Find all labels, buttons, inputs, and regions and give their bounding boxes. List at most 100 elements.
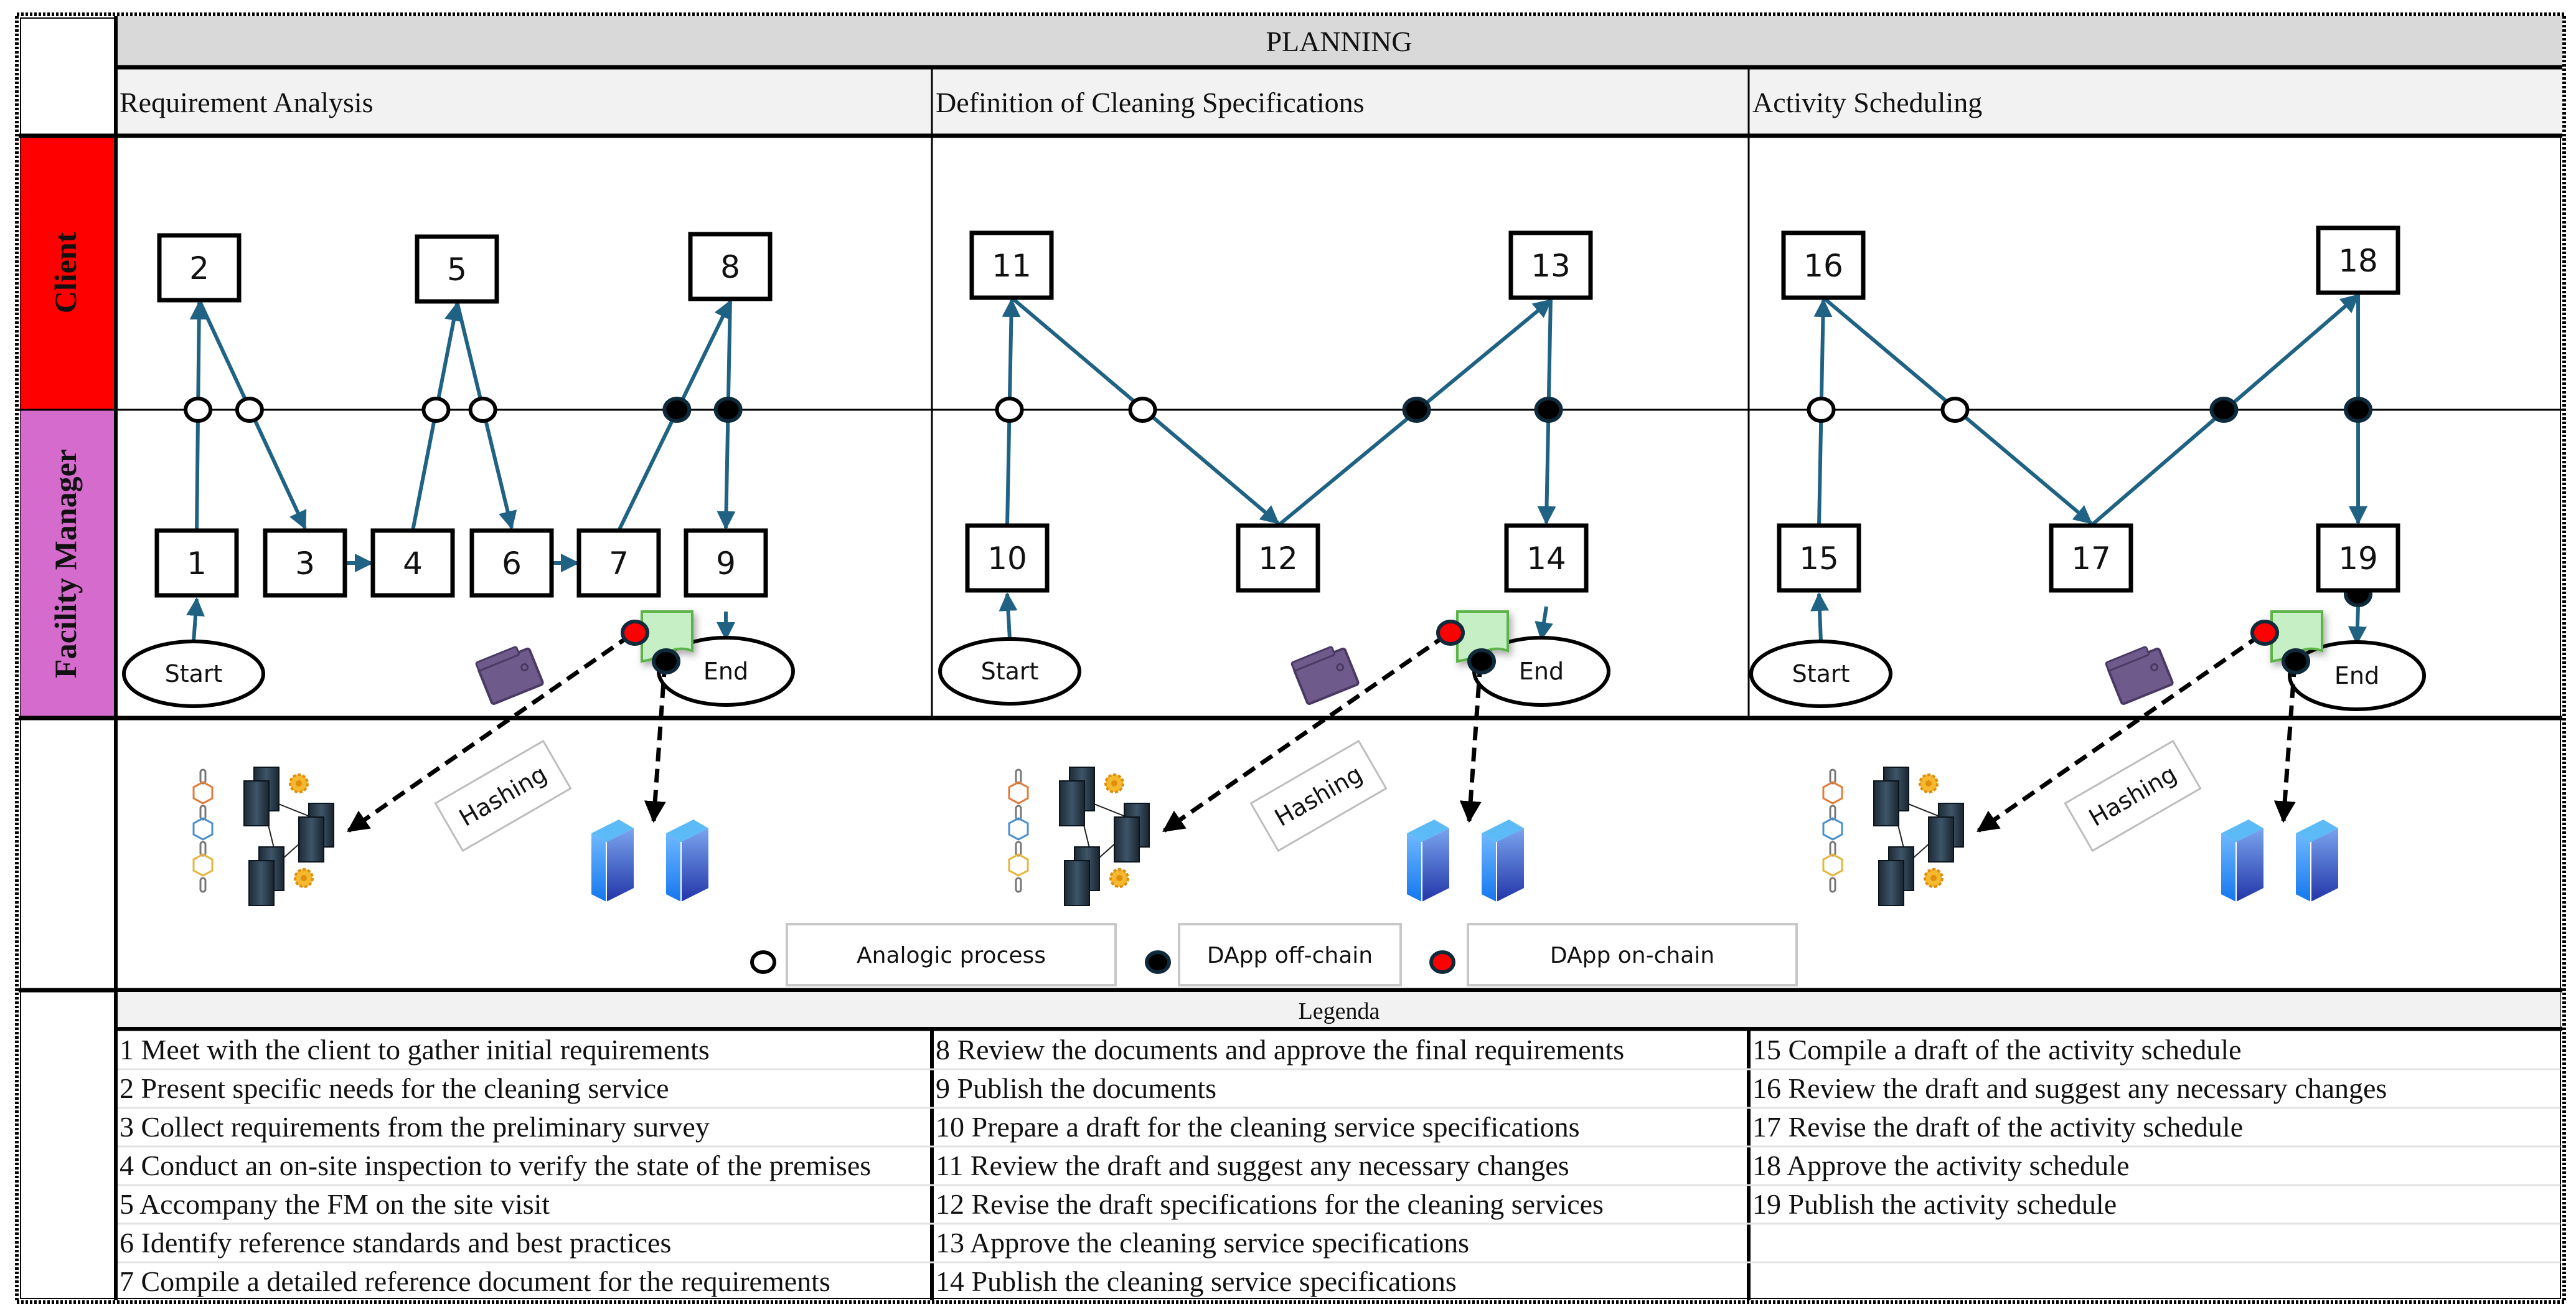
process-step-7[interactable]: 7 bbox=[576, 528, 661, 598]
chain-link-icon bbox=[199, 841, 207, 857]
process-step-6[interactable]: 6 bbox=[469, 528, 554, 598]
on-chain-dashed-arrow bbox=[347, 633, 632, 833]
phase-artifacts: Hashing bbox=[1822, 610, 2338, 906]
off-chain-marker bbox=[652, 648, 680, 674]
off-chain-marker bbox=[713, 397, 743, 423]
block-cube-icon bbox=[192, 853, 214, 877]
diagram-title: PLANNING bbox=[1266, 26, 1412, 57]
key-item-on-chain: DApp on-chain bbox=[1429, 923, 1798, 986]
phase-header: Requirement Analysis bbox=[120, 87, 374, 118]
process-step-8[interactable]: 8 bbox=[688, 232, 773, 301]
analogic-marker bbox=[995, 397, 1024, 423]
end-label: End bbox=[2334, 662, 2379, 689]
process-box bbox=[1236, 523, 1320, 593]
process-box bbox=[684, 528, 768, 598]
process-step-number: 2 bbox=[189, 250, 209, 286]
flow-arrow bbox=[2348, 606, 2367, 645]
on-chain-key-marker bbox=[1429, 950, 1455, 974]
process-step-4[interactable]: 4 bbox=[370, 528, 455, 598]
process-step-3[interactable]: 3 bbox=[263, 528, 347, 598]
process-step-1[interactable]: 1 bbox=[154, 528, 239, 598]
process-step-number: 10 bbox=[987, 541, 1027, 577]
process-box bbox=[1777, 523, 1861, 593]
process-box bbox=[263, 528, 347, 598]
wallet-icon bbox=[2105, 646, 2174, 705]
storage-server-icon bbox=[2296, 820, 2338, 902]
analogic-marker bbox=[184, 397, 213, 423]
process-step-13[interactable]: 13 bbox=[1508, 230, 1593, 300]
key-box bbox=[786, 923, 1117, 986]
process-box bbox=[2316, 225, 2400, 295]
legend-item: 19 Publish the activity schedule bbox=[1752, 1188, 2117, 1220]
process-box bbox=[1504, 523, 1589, 593]
process-box bbox=[2316, 523, 2400, 593]
process-step-9[interactable]: 9 bbox=[684, 528, 768, 598]
process-step-19[interactable]: 19 bbox=[2316, 523, 2400, 593]
flow-arrow bbox=[999, 592, 1018, 640]
process-step-2[interactable]: 2 bbox=[157, 233, 242, 303]
off-chain-marker bbox=[1467, 648, 1496, 674]
start-ellipse bbox=[938, 637, 1081, 706]
chain-link-icon bbox=[199, 805, 207, 821]
start-event[interactable]: Start bbox=[938, 637, 1081, 706]
process-box bbox=[370, 528, 455, 598]
legend-item: 16 Review the draft and suggest any nece… bbox=[1752, 1072, 2387, 1104]
key-box bbox=[1467, 923, 1798, 986]
process-step-number: 12 bbox=[1258, 541, 1298, 577]
blockchain-network-icon bbox=[192, 767, 334, 906]
start-ellipse bbox=[1749, 640, 1892, 708]
block-cube-icon bbox=[1008, 817, 1029, 841]
off-chain-marker bbox=[662, 397, 692, 423]
off-chain-dashed-arrow bbox=[644, 663, 667, 823]
chain-link-icon bbox=[1829, 805, 1836, 821]
chain-link-icon bbox=[1015, 768, 1022, 785]
process-step-16[interactable]: 16 bbox=[1781, 230, 1866, 300]
process-step-18[interactable]: 18 bbox=[2316, 225, 2400, 295]
process-step-10[interactable]: 10 bbox=[965, 523, 1050, 593]
blockchain-network-icon bbox=[1822, 767, 1964, 906]
process-box bbox=[154, 528, 239, 598]
process-box bbox=[576, 528, 661, 598]
process-step-15[interactable]: 15 bbox=[1777, 523, 1861, 593]
legend-item: 7 Compile a detailed reference document … bbox=[120, 1265, 830, 1297]
block-cube-icon bbox=[192, 817, 214, 841]
legend-item: 4 Conduct an on-site inspection to verif… bbox=[120, 1150, 871, 1181]
process-step-number: 3 bbox=[295, 546, 315, 582]
server-rack-icon bbox=[1114, 816, 1140, 863]
server-rack-icon bbox=[298, 816, 324, 863]
on-chain-marker bbox=[2250, 620, 2279, 646]
on-chain-marker bbox=[1436, 620, 1465, 646]
process-step-5[interactable]: 5 bbox=[415, 234, 499, 304]
lane-label-client: Client bbox=[48, 232, 83, 313]
off-chain-marker bbox=[2282, 648, 2310, 674]
process-box bbox=[415, 234, 499, 304]
chain-link-icon bbox=[1829, 877, 1836, 893]
off-chain-dashed-arrow bbox=[2273, 663, 2297, 823]
legend-item: 1 Meet with the client to gather initial… bbox=[120, 1034, 710, 1066]
process-step-17[interactable]: 17 bbox=[2049, 523, 2133, 593]
key-label: Analogic process bbox=[857, 943, 1046, 968]
legend-header-bar bbox=[118, 992, 2560, 1027]
off-chain-marker bbox=[1402, 397, 1431, 423]
process-step-14[interactable]: 14 bbox=[1504, 523, 1589, 593]
process-step-11[interactable]: 11 bbox=[969, 230, 1054, 300]
end-event[interactable]: End bbox=[2288, 640, 2426, 711]
analogic-marker bbox=[421, 397, 451, 423]
process-step-12[interactable]: 12 bbox=[1236, 523, 1320, 593]
process-box bbox=[469, 528, 554, 598]
start-event[interactable]: Start bbox=[1749, 640, 1892, 708]
lane-header-facility-manager bbox=[21, 410, 116, 718]
process-step-number: 6 bbox=[502, 546, 522, 582]
key-label: DApp on-chain bbox=[1550, 943, 1714, 968]
title-bar bbox=[116, 16, 2562, 67]
process-box bbox=[969, 230, 1054, 300]
start-ellipse bbox=[122, 640, 265, 708]
legend-item: 6 Identify reference standards and best … bbox=[120, 1227, 671, 1259]
on-chain-dashed-arrow bbox=[1977, 633, 2262, 833]
start-event[interactable]: Start bbox=[122, 640, 265, 708]
process-step-number: 4 bbox=[403, 546, 423, 582]
legend-item: 18 Approve the activity schedule bbox=[1752, 1150, 2130, 1181]
legend-item: 3 Collect requirements from the prelimin… bbox=[120, 1111, 710, 1143]
start-label: Start bbox=[981, 658, 1039, 685]
phase-artifacts: Hashing bbox=[192, 610, 708, 906]
